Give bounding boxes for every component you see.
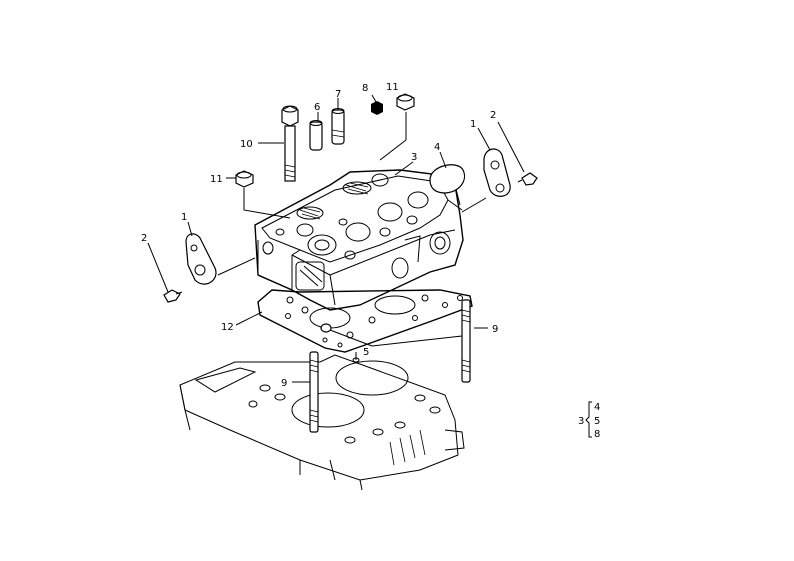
label-part-11-left: 11 <box>210 174 223 185</box>
legend-item-bottom: 8 <box>594 429 600 440</box>
cylinder-head <box>254 169 464 311</box>
leader-lines <box>147 94 525 383</box>
label-part-1-left: 1 <box>181 212 187 223</box>
label-part-1-right: 1 <box>470 119 476 130</box>
port-cover-plate <box>429 164 466 194</box>
set-legend: 3 4 5 8 <box>578 401 600 440</box>
legend-group-number: 3 <box>578 416 584 427</box>
label-part-11-top: 11 <box>386 82 399 93</box>
stud-bolt-left <box>309 351 319 433</box>
legend-item-mid: 5 <box>594 416 600 427</box>
part-labels: 10 6 7 8 11 11 3 4 1 2 1 2 12 9 9 5 <box>141 82 498 389</box>
screw-right <box>517 172 538 186</box>
screw-left <box>163 289 183 303</box>
head-bolt <box>281 105 299 182</box>
collar-nut-left <box>235 170 254 188</box>
label-part-8: 8 <box>362 83 368 94</box>
dowel-sleeve <box>320 323 360 363</box>
lifting-eye-right <box>483 148 511 197</box>
stud-bolt-right <box>461 299 471 383</box>
lifting-eye-left <box>185 233 217 285</box>
label-part-6: 6 <box>314 102 320 113</box>
sleeve <box>309 120 323 151</box>
label-part-4: 4 <box>434 142 440 153</box>
label-part-9-right: 9 <box>492 324 498 335</box>
label-part-7: 7 <box>335 89 341 100</box>
engine-block <box>179 354 465 491</box>
label-part-5: 5 <box>363 347 369 358</box>
label-part-9-left: 9 <box>281 378 287 389</box>
legend-item-top: 4 <box>594 402 600 413</box>
collar-nut-top <box>396 93 415 111</box>
head-gasket <box>257 289 473 353</box>
label-part-10: 10 <box>240 139 253 150</box>
cap-nut <box>371 101 383 115</box>
dowel-stud <box>331 108 345 145</box>
label-part-2-left: 2 <box>141 233 147 244</box>
label-part-2-right: 2 <box>490 110 496 121</box>
label-part-12: 12 <box>221 322 234 333</box>
label-part-3: 3 <box>411 152 417 163</box>
